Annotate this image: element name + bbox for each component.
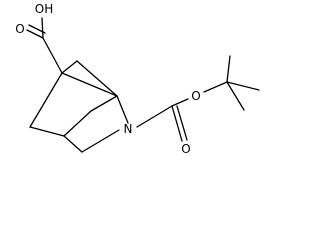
boc-group [136, 55, 260, 142]
bond-ring-c8-c1 [90, 95, 118, 112]
bond-carbamate-c-o-double-1 [171, 105, 183, 142]
bicyclic-ring [29, 60, 129, 153]
bond-acid-c-o-double-1 [26, 29, 44, 39]
bond-acid-c-o-double-2 [28, 24, 46, 34]
hydroxyl-label: OH [35, 2, 53, 16]
bond-ester-o-tbutyl-c [203, 81, 228, 93]
bond-n-carbamate-c [136, 105, 173, 128]
bond-tbutyl-methyl-up [226, 55, 231, 83]
bond-ring-c5-c4 [29, 126, 65, 137]
ester-oxygen-label: O [191, 89, 200, 103]
bond-ring-c1-n [116, 95, 129, 124]
bond-ring-c1-c6 [61, 72, 118, 97]
bond-acid-c-oh [41, 17, 44, 39]
acid-carbonyl-oxygen-label: O [15, 22, 24, 36]
bond-ring-c3-n [81, 129, 120, 153]
carboxylic-acid-group [26, 17, 63, 74]
bond-ring-c4-c3 [63, 135, 83, 153]
bond-acid-c-ring [42, 37, 63, 74]
bond-ring-c6-c5 [29, 72, 63, 128]
bond-carbamate-c-o-double-2 [176, 105, 188, 141]
bond-tbutyl-methyl-right [226, 81, 260, 91]
ring-nitrogen-label: N [124, 122, 133, 136]
bond-tbutyl-methyl-down [226, 81, 245, 111]
bond-ring-c7-c8 [76, 60, 118, 97]
bond-carbamate-c-ester-o [171, 98, 189, 107]
bond-ring-c4-c8 [63, 110, 92, 137]
bond-ring-c6-c7 [61, 60, 78, 74]
chemical-structure: OH O N O O [15, 2, 260, 156]
carbamate-carbonyl-oxygen-label: O [181, 142, 190, 156]
